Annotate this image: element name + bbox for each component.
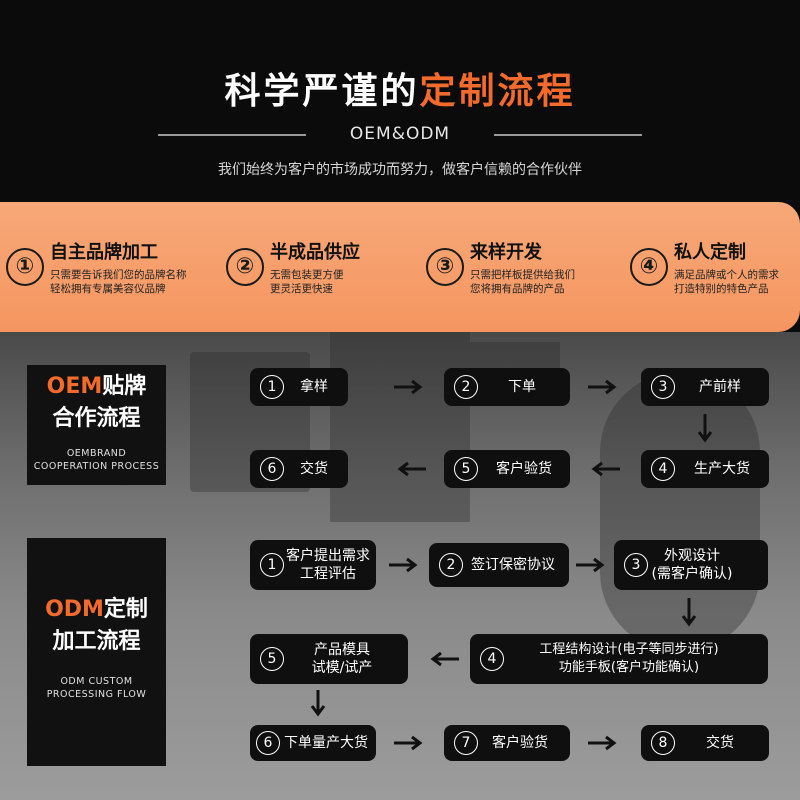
odm-step-3: 3 外观设计(需客户确认): [614, 540, 768, 590]
arrow-right-icon: [588, 735, 617, 751]
arrow-left-icon: [430, 651, 459, 667]
arrow-down-icon: [697, 414, 713, 443]
divider-left: [158, 134, 306, 136]
arrow-down-icon: [681, 598, 697, 627]
background-shape: [600, 372, 760, 652]
oem-step-5: 5 客户验货: [444, 450, 570, 488]
arrow-right-icon: [588, 379, 617, 395]
oem-step-4: 4 生产大货: [641, 450, 769, 488]
service-band: ① 自主品牌加工 只需要告诉我们您的品牌名称轻松拥有专属美容仪品牌 ② 半成品供…: [0, 202, 800, 332]
arrow-left-icon: [591, 461, 620, 477]
number-badge: ①: [6, 248, 44, 286]
header: 科学严谨的定制流程 OEM&ODM 我们始终为客户的市场成功而努力，做客户信赖的…: [0, 0, 800, 200]
page-title: 科学严谨的定制流程: [224, 71, 576, 112]
number-badge: ③: [426, 248, 464, 286]
odm-step-7: 7 客户验货: [444, 725, 570, 761]
odm-step-2: 2 签订保密协议: [429, 543, 569, 587]
arrow-right-icon: [394, 379, 423, 395]
subtitle: OEM&ODM: [349, 124, 451, 144]
arrow-down-icon: [310, 690, 326, 717]
oem-title: OEM贴牌: [46, 374, 147, 399]
title-accent: 定制流程: [419, 71, 576, 112]
service-title: 来样开发: [470, 242, 542, 263]
oem-step-1: 1 拿样: [250, 368, 348, 406]
arrow-right-icon: [576, 557, 605, 573]
service-desc: 无需包装更方便更灵活更快速: [270, 269, 344, 295]
service-desc: 只需要告诉我们您的品牌名称轻松拥有专属美容仪品牌: [50, 269, 187, 295]
odm-step-8: 8 交货: [641, 725, 769, 761]
odm-step-6: 6 下单量产大货: [250, 725, 376, 761]
background-shape: [330, 332, 470, 522]
arrow-right-icon: [394, 735, 423, 751]
oem-step-6: 6 交货: [250, 450, 348, 488]
oem-title-line2: 合作流程: [52, 406, 141, 431]
tagline: 我们始终为客户的市场成功而努力，做客户信赖的合作伙伴: [218, 162, 582, 178]
service-desc: 满足品牌或个人的需求打造特别的特色产品: [674, 269, 779, 295]
odm-step-1: 1 客户提出需求工程评估: [250, 540, 376, 590]
odm-title-line2: 加工流程: [52, 629, 141, 654]
service-title: 半成品供应: [270, 242, 360, 263]
divider-right: [494, 134, 642, 136]
odm-step-4: 4 工程结构设计(电子等同步进行)功能手板(客户功能确认): [470, 634, 768, 684]
arrow-right-icon: [389, 557, 418, 573]
oem-step-3: 3 产前样: [641, 368, 769, 406]
service-title: 自主品牌加工: [50, 242, 158, 263]
oem-step-2: 2 下单: [444, 368, 570, 406]
number-badge: ②: [226, 248, 264, 286]
arrow-left-icon: [397, 461, 426, 477]
number-badge: ④: [630, 248, 668, 286]
service-title: 私人定制: [674, 242, 746, 263]
odm-step-5: 5 产品模具试模/试产: [250, 634, 408, 684]
service-desc: 只需把样板提供给我们您将拥有品牌的产品: [470, 269, 575, 295]
odm-title: ODM定制: [45, 597, 148, 622]
